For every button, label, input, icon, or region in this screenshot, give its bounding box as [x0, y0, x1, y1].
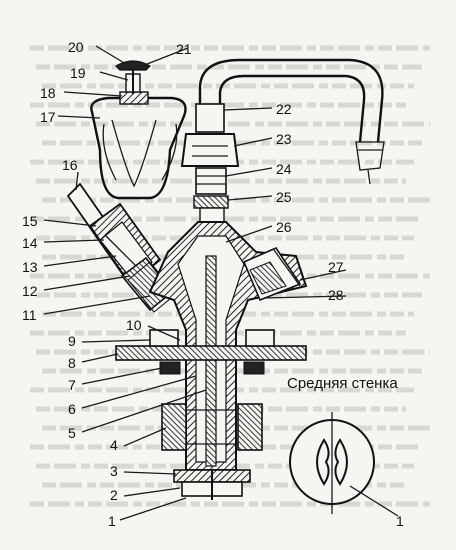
callout-28: 28 [328, 287, 344, 303]
faucet-body [115, 221, 308, 500]
callout-12: 12 [22, 283, 38, 299]
valve-stem-assembly [66, 182, 177, 313]
callout-23: 23 [276, 131, 292, 147]
callout-10: 10 [126, 317, 142, 333]
callout-16: 16 [62, 157, 78, 173]
callout-27: 27 [328, 259, 344, 275]
callout-6: 6 [68, 401, 76, 417]
leader-lines [43, 45, 347, 521]
callout-5: 5 [68, 425, 76, 441]
callout-17: 17 [40, 109, 56, 125]
callout-26: 26 [276, 219, 292, 235]
callout-20: 20 [68, 39, 84, 55]
callout-labels: 20 21 19 18 17 22 23 24 25 26 16 15 14 1… [22, 39, 404, 529]
callout-14: 14 [22, 235, 38, 251]
callout-4: 4 [110, 437, 118, 453]
callout-18: 18 [40, 85, 56, 101]
callout-7: 7 [68, 377, 76, 393]
callout-21: 21 [176, 41, 192, 57]
inset-title: Средняя стенка [287, 375, 398, 392]
callout-9: 9 [68, 333, 76, 349]
handle-knob [90, 60, 187, 200]
spout-pipe [198, 58, 385, 185]
union-nut-assembly [180, 103, 240, 223]
callout-2: 2 [110, 487, 118, 503]
callout-1: 1 [108, 513, 116, 529]
callout-24: 24 [276, 161, 292, 177]
callout-13: 13 [22, 259, 38, 275]
middle-wall-inset: Средняя стенка [287, 375, 398, 517]
callout-8: 8 [68, 355, 76, 371]
callout-11: 11 [22, 307, 37, 323]
callout-1-inset: 1 [396, 513, 404, 529]
callout-15: 15 [22, 213, 38, 229]
callout-22: 22 [276, 101, 292, 117]
callout-3: 3 [110, 463, 118, 479]
callout-19: 19 [70, 65, 86, 81]
callout-25: 25 [276, 189, 292, 205]
